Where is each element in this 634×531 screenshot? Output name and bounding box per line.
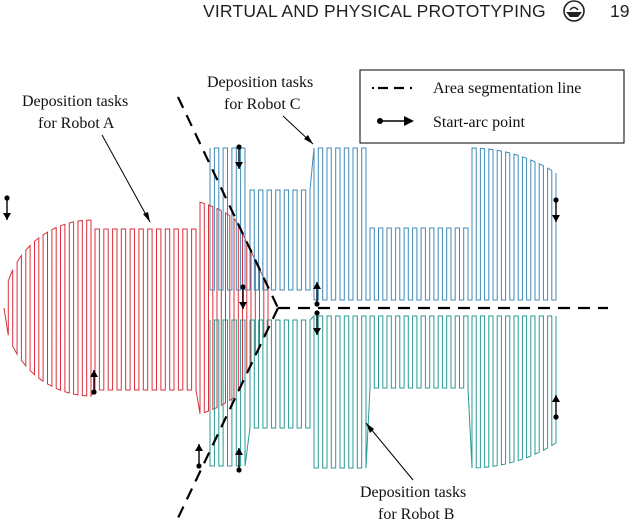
start-arc-c3 [552, 197, 560, 222]
start-arc-a1 [3, 195, 11, 220]
journal-logo-icon [563, 0, 585, 22]
legend-arrow-icon [404, 116, 414, 126]
legend-box: Area segmentation line Start-arc point [359, 69, 625, 144]
robot-c-zigzag [209, 147, 557, 301]
start-arc-points [3, 144, 560, 473]
robot-b-zigzag [209, 314, 557, 469]
robot-a-zigzag [3, 201, 269, 414]
robot-a-label: Deposition tasks for Robot A [22, 93, 151, 223]
start-arc-a2 [90, 370, 98, 395]
robot-b-label-line2: for Robot B [378, 506, 454, 523]
legend-segmentation-label: Area segmentation line [433, 80, 581, 97]
robot-a-toolpath [3, 201, 269, 414]
robot-c-toolpath [209, 147, 557, 301]
robot-b-label: Deposition tasks for Robot B [360, 422, 466, 523]
robot-c-label-line2: for Robot C [224, 96, 300, 113]
start-arc-b1 [235, 448, 243, 473]
robot-a-label-line2: for Robot A [38, 115, 115, 132]
robot-c-label-line1: Deposition tasks [207, 74, 313, 91]
robot-b-label-line1: Deposition tasks [360, 484, 466, 501]
robot-a-label-line1: Deposition tasks [22, 93, 128, 110]
robot-b-toolpath [209, 314, 557, 469]
start-arc-b3 [552, 395, 560, 420]
robot-c-label: Deposition tasks for Robot C [207, 74, 314, 145]
start-arc-c2 [313, 282, 321, 307]
start-arc-b2 [313, 310, 321, 335]
journal-title: VIRTUAL AND PHYSICAL PROTOTYPING [203, 1, 546, 21]
start-arc-a4 [195, 444, 203, 469]
start-arc-c1 [235, 144, 243, 169]
page-header: VIRTUAL AND PHYSICAL PROTOTYPING 19 [0, 0, 634, 26]
start-arc-a3 [239, 284, 247, 309]
page-number: 19 [610, 1, 630, 21]
area-segmentation-lines [177, 96, 608, 519]
legend-start-arc-label: Start-arc point [433, 114, 526, 131]
